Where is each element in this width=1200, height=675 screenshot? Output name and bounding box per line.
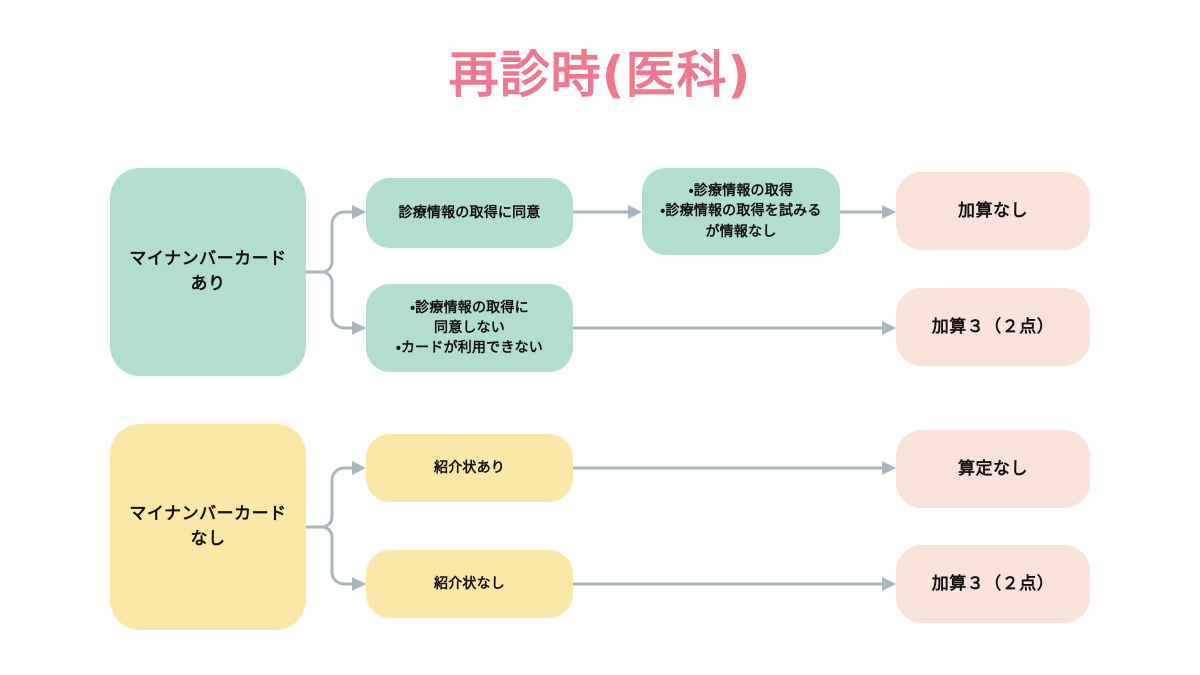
page-title: 再診時(医科) [448,46,752,104]
connector-a1-step1-to-step2 [573,205,642,219]
node-result-no-addition[interactable]: 加算なし [896,172,1090,250]
connector-a1-step2-to-result [840,205,896,219]
node-root-mynumber-card-no[interactable]: マイナンバーカード なし [110,424,306,630]
node-no-consent-or-card-unusable[interactable]: ・診療情報の取得に 同意しない ・カードが利用できない [366,284,573,372]
node-referral-letter-yes[interactable]: 紹介状あり [366,434,573,502]
node-result-addition-3-yellow[interactable]: 加算３（２点） [896,545,1090,623]
node-medical-info-retrieved-or-no-info[interactable]: ・診療情報の取得 ・診療情報の取得を試みる が情報なし [642,168,840,255]
node-consent-to-medical-info-retrieval[interactable]: 診療情報の取得に同意 [366,178,573,248]
connector-bracket-branch-b [306,461,366,591]
connector-b1-step-to-result [573,461,896,475]
connector-a2-step-to-result [573,321,896,335]
node-result-not-calculated[interactable]: 算定なし [896,430,1090,508]
node-root-mynumber-card-yes[interactable]: マイナンバーカード あり [110,168,306,376]
node-referral-letter-no[interactable]: 紹介状なし [366,550,573,618]
node-result-addition-3-green[interactable]: 加算３（２点） [896,288,1090,366]
connector-bracket-branch-a [306,205,366,335]
connector-b2-step-to-result [573,577,896,591]
